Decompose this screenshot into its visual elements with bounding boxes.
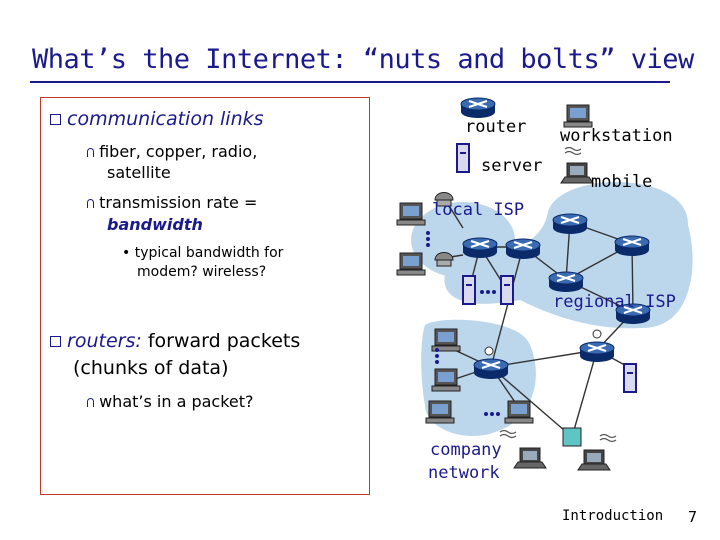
legend-server-label: server [481,156,542,176]
wireless-wave-icon [500,431,516,438]
router-icon [580,342,614,362]
server-icon [624,364,636,392]
router-icon [474,359,508,379]
workstation-icon [432,369,460,391]
regional-isp-label: regional ISP [553,292,676,312]
company-label-line1: company [430,440,502,460]
legend-router-label: router [465,117,526,137]
legend-mobile-label: mobile [591,172,652,192]
router-icon [615,236,649,256]
antenna-icon [593,330,601,338]
access-point-icon [563,428,581,446]
server-icon [501,276,513,304]
workstation-icon [505,401,533,423]
dotted-link-icon [480,290,496,294]
router-icon [463,238,497,258]
wireless-wave-icon [565,148,581,155]
workstation-icon [432,329,460,351]
footer-section-label: Introduction [562,508,663,524]
modem-phone-icon [435,253,453,267]
router-icon-legend [461,98,495,118]
server-icon [463,276,475,304]
workstation-icon [397,203,425,225]
mobile-icon-legend [561,163,593,183]
workstation-icon-legend [564,105,592,127]
local-isp-label: local ISP [432,200,524,220]
workstation-icon [397,253,425,275]
page-number: 7 [688,508,697,526]
dotted-link-icon [426,231,430,247]
mobile-icon [514,448,546,468]
router-icon [549,272,583,292]
router-icon [553,214,587,234]
workstation-icon [426,401,454,423]
company-label-line2: network [428,463,500,483]
router-icon [506,239,540,259]
wireless-wave-icon [600,435,616,442]
server-icon-legend [457,144,469,172]
mobile-icon [578,450,610,470]
antenna-icon [485,347,493,355]
legend-workstation-label: workstation [560,126,673,146]
